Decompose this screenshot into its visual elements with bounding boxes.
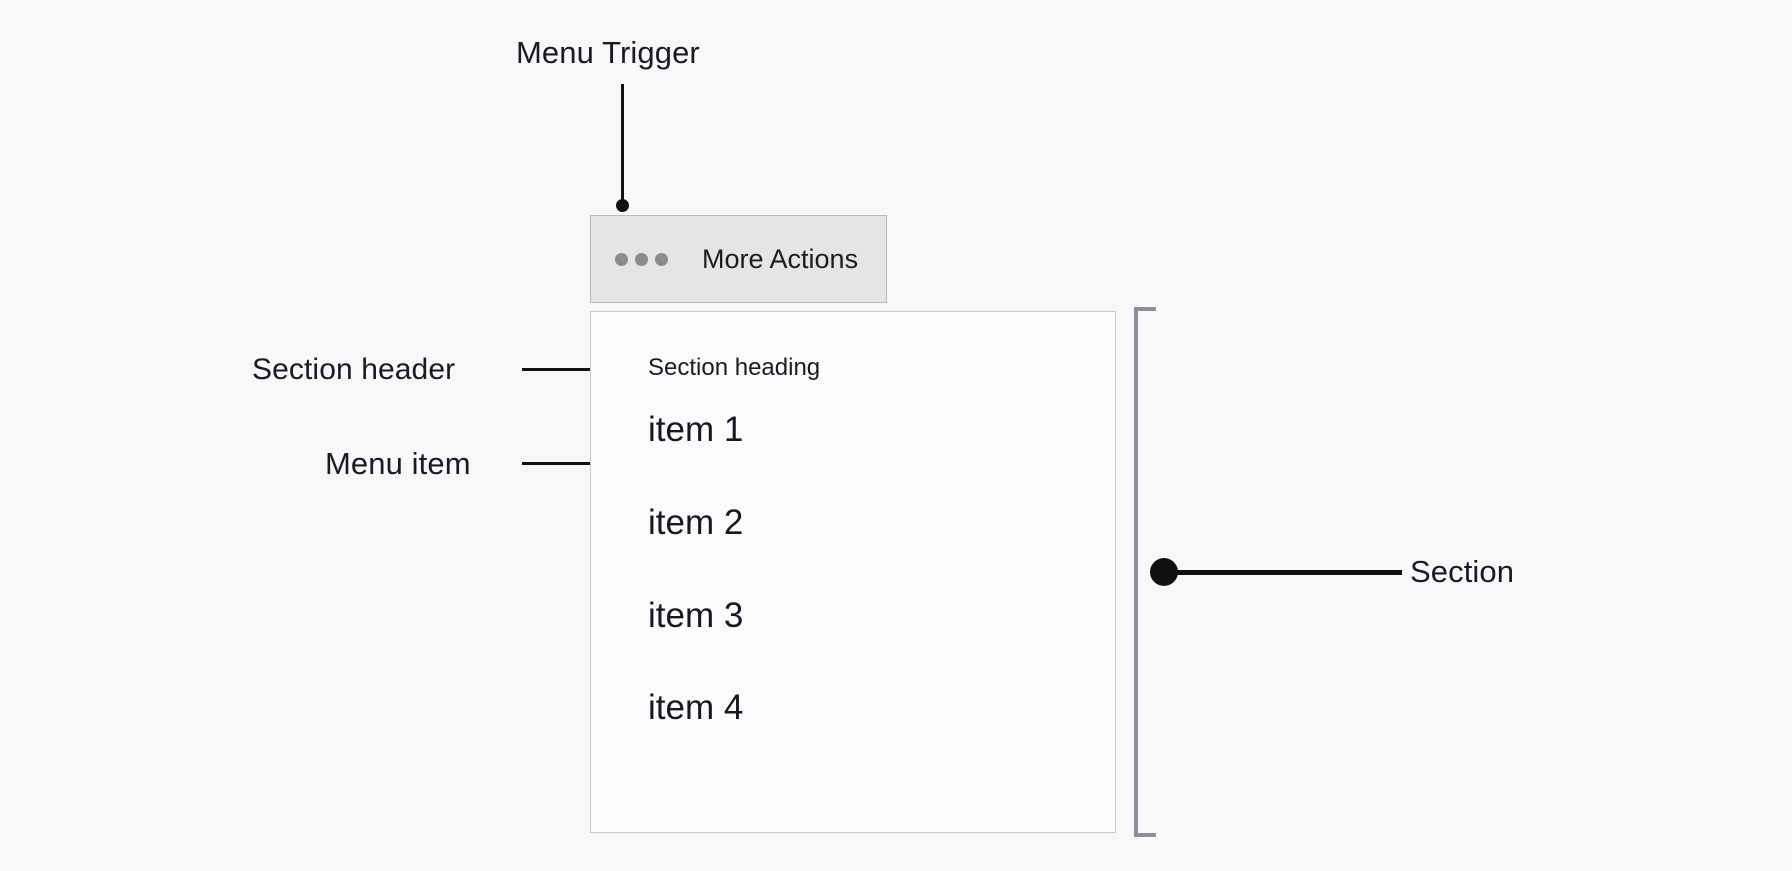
menu-item-1[interactable]: item 1 (648, 410, 744, 449)
annotation-label-menu-trigger: Menu Trigger (516, 35, 700, 70)
menu-section-heading: Section heading (648, 354, 821, 381)
leader-line-section (1170, 570, 1402, 575)
menu-item-4[interactable]: item 4 (648, 688, 744, 727)
menu-item-2[interactable]: item 2 (648, 503, 744, 542)
annotation-label-menu-item: Menu item (325, 446, 471, 481)
leader-dot-menu-trigger (616, 199, 629, 212)
annotation-label-section-header: Section header (252, 353, 456, 386)
leader-line-section-header (522, 368, 642, 371)
annotation-label-section: Section (1410, 554, 1515, 589)
more-actions-trigger-button[interactable]: More Actions (590, 215, 887, 303)
more-actions-trigger-label: More Actions (702, 243, 859, 274)
menu-panel: Section heading item 1 item 2 item 3 ite… (590, 311, 1116, 833)
menu-item-3[interactable]: item 3 (648, 596, 744, 635)
leader-line-menu-trigger (621, 84, 624, 204)
section-bracket (1134, 307, 1156, 837)
more-horizontal-icon (615, 252, 668, 266)
leader-line-menu-item (522, 462, 642, 465)
